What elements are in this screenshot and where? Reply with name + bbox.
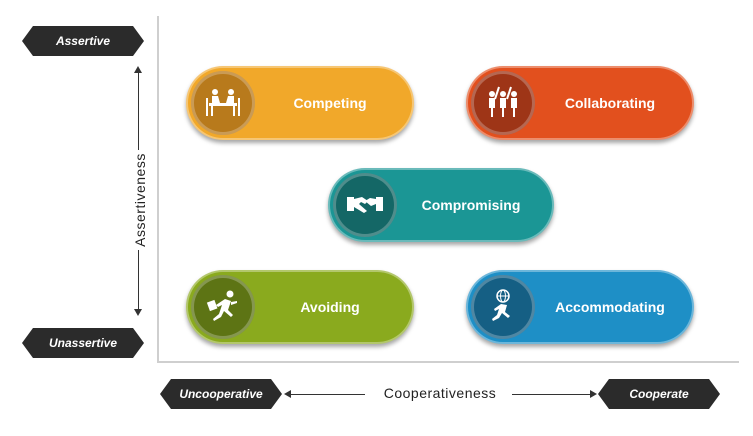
avoiding-label: Avoiding xyxy=(300,299,360,315)
meeting-table-icon xyxy=(191,71,255,135)
running-away-icon xyxy=(191,275,255,339)
collaborating-mode: Collaborating xyxy=(466,66,694,140)
assertive-badge: Assertive xyxy=(22,26,144,56)
assertiveness-axis-label: Assertiveness xyxy=(132,153,148,247)
handshake-icon xyxy=(333,173,397,237)
cooperate-badge: Cooperate xyxy=(598,379,720,409)
accommodating-label: Accommodating xyxy=(555,299,665,315)
globe-runner-icon xyxy=(471,275,535,339)
competing-mode: Competing xyxy=(186,66,414,140)
avoiding-mode: Avoiding xyxy=(186,270,414,344)
arrow-left-icon xyxy=(284,390,291,398)
team-high-five-icon xyxy=(471,71,535,135)
unassertive-badge: Unassertive xyxy=(22,328,144,358)
arrow-down-icon xyxy=(134,309,142,316)
compromising-label: Compromising xyxy=(421,197,521,213)
cooperativeness-axis-label: Cooperativeness xyxy=(383,385,497,401)
compromising-mode: Compromising xyxy=(328,168,554,242)
uncooperative-badge: Uncooperative xyxy=(160,379,282,409)
arrow-right-line xyxy=(512,394,590,395)
arrow-right-icon xyxy=(590,390,597,398)
accommodating-mode: Accommodating xyxy=(466,270,694,344)
competing-label: Competing xyxy=(293,95,367,111)
arrow-down-line xyxy=(138,250,139,310)
collaborating-label: Collaborating xyxy=(564,95,656,111)
arrow-up-icon xyxy=(134,66,142,73)
arrow-up-line xyxy=(138,72,139,150)
y-axis-line xyxy=(157,16,159,363)
x-axis-line xyxy=(157,361,739,363)
arrow-left-line xyxy=(290,394,365,395)
